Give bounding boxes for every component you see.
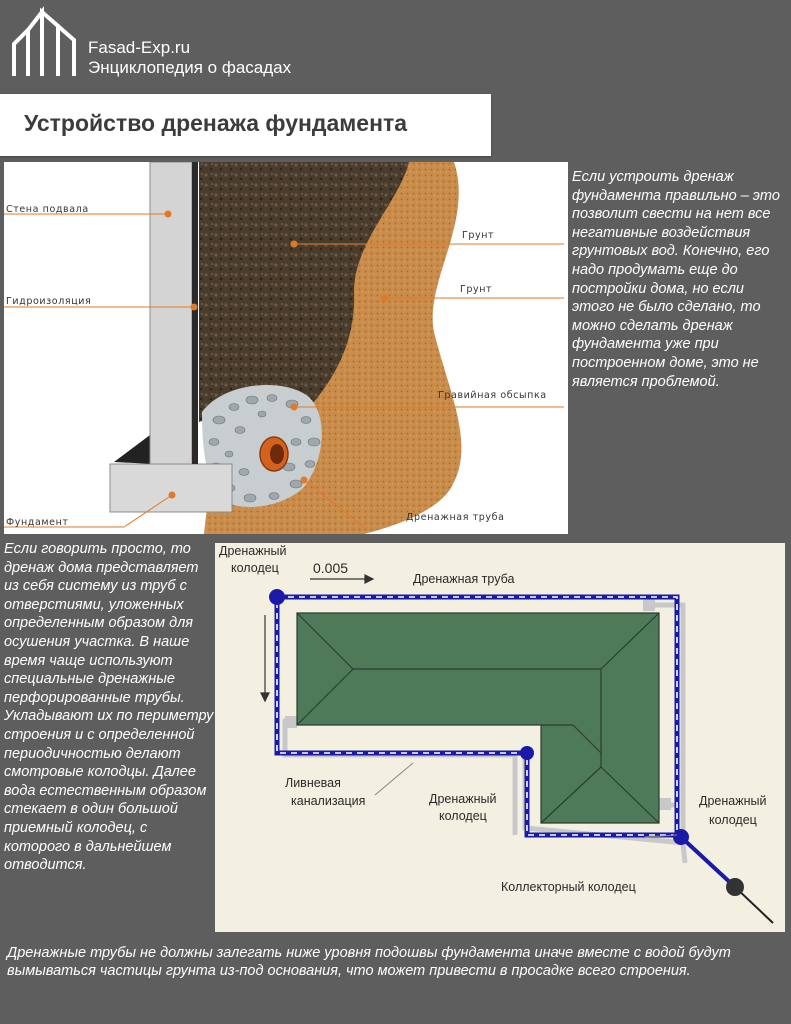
- label-drain-well-top-1: Дренажный: [219, 544, 286, 558]
- site-name[interactable]: Fasad-Exp.ru: [88, 38, 191, 57]
- foundation-footing: [109, 463, 233, 513]
- site-subtitle: Энциклопедия о фасадах: [88, 58, 292, 77]
- paragraph-bottom: Дренажные трубы не должны залегать ниже …: [7, 945, 731, 979]
- label-soil-1: Грунт: [462, 230, 494, 241]
- soil-dark: [199, 162, 409, 422]
- building-logo-icon: [12, 6, 76, 76]
- drainage-plan-diagram: Дренажный колодец 0.005 Дренажная труба …: [215, 543, 785, 932]
- label-waterproofing: Гидроизоляция: [6, 296, 91, 307]
- label-storm-sewer-2: канализация: [291, 794, 365, 808]
- label-soil-2: Грунт: [460, 284, 492, 295]
- label-slope: 0.005: [313, 560, 348, 576]
- foundation-section-diagram: Стена подвала Гидроизоляция Фундамент Гр…: [4, 162, 568, 534]
- page-title: Устройство дренажа фундамента: [24, 110, 408, 136]
- label-foundation: Фундамент: [6, 517, 69, 528]
- title-band: Устройство дренажа фундамента: [0, 94, 491, 156]
- label-drain-well-mid-2: колодец: [439, 809, 487, 823]
- label-drain-well-right-1: Дренажный: [699, 794, 766, 808]
- paragraph-left: Если говорить просто, то дренаж дома пре…: [4, 541, 214, 874]
- label-plan-drain-pipe: Дренажная труба: [413, 572, 514, 586]
- label-drain-well-mid-1: Дренажный: [429, 792, 496, 806]
- drain-well-middle: [520, 746, 534, 760]
- drain-well-right: [673, 829, 689, 845]
- basement-wall: [149, 162, 193, 465]
- collector-well: [726, 878, 744, 896]
- label-drain-well-top-2: колодец: [231, 561, 279, 575]
- label-collector-well: Коллекторный колодец: [501, 880, 636, 894]
- label-storm-sewer-1: Ливневая: [285, 776, 341, 790]
- label-gravel: Гравийная обсыпка: [438, 390, 547, 401]
- label-drain-pipe: Дренажная труба: [406, 512, 505, 523]
- drain-well-top: [269, 589, 285, 605]
- paragraph-right: Если устроить дренаж фундамента правильн…: [572, 169, 780, 390]
- label-drain-well-right-2: колодец: [709, 813, 757, 827]
- label-basement-wall: Стена подвала: [6, 204, 89, 215]
